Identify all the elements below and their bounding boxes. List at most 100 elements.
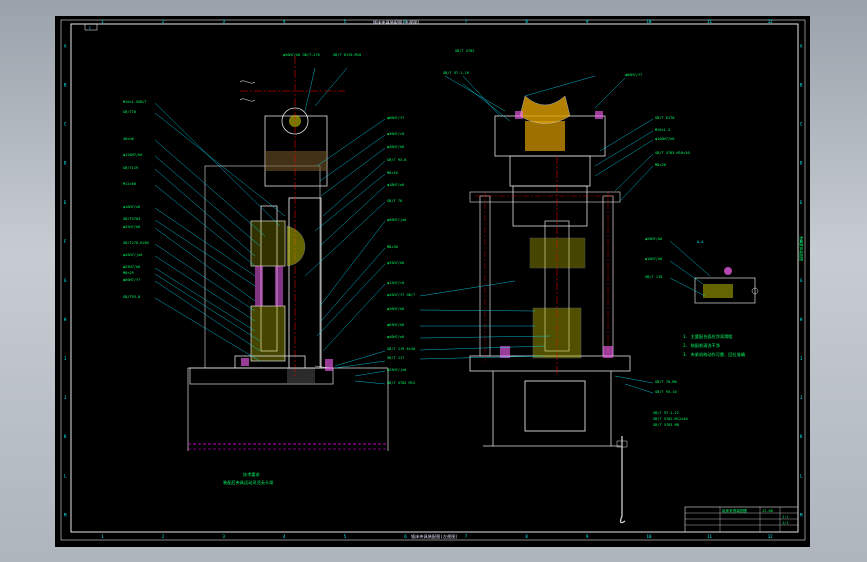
title-block: 钣床夹具装配图 JJ-00 1:1 1/1 xyxy=(684,506,799,533)
callout-label: φ50H7/k6 GB/T-276 xyxy=(283,53,320,57)
callout-label: φ32H7/k6 xyxy=(123,225,140,229)
grid-row-label-left: E xyxy=(64,200,67,205)
callout-label: GB/T 117 xyxy=(387,356,404,360)
callout-label: GB/T 97.1-16 xyxy=(443,71,469,75)
callout-label: φ50H7/js6 xyxy=(387,218,406,222)
callout-label: GB/T119 xyxy=(123,166,138,170)
note-2: 2. 装配前清洗干净 xyxy=(683,342,720,349)
title-block-name: 钣床夹具装配图 xyxy=(722,508,748,513)
section-label: A—A xyxy=(697,240,704,244)
grid-row-label-left: M xyxy=(64,512,67,517)
callout-label: φ35H7/k6 xyxy=(387,261,404,265)
callout-label: φ60H7/f7 xyxy=(123,278,140,282)
grid-col-label-bottom: 12 xyxy=(768,534,773,539)
grid-row-label-left: C xyxy=(64,122,67,127)
note-1: 1. 主要配合面应涂润滑脂 xyxy=(683,333,732,340)
callout-label: φ120H7/h6 xyxy=(123,153,142,157)
frame-marker: C xyxy=(89,26,91,30)
grid-col-label-top: 6 xyxy=(404,19,407,24)
inner-frame xyxy=(70,23,799,533)
callout-label: GB/T 6170 xyxy=(655,116,674,120)
grid-col-label-top: 9 xyxy=(586,19,589,24)
grid-col-label-bottom: 4 xyxy=(283,534,286,539)
grid-row-label-right: K xyxy=(800,434,803,439)
grid-col-label-bottom: 10 xyxy=(647,534,652,539)
grid-col-label-bottom: 5 xyxy=(344,534,347,539)
callout-label: φ20H7/k6 xyxy=(387,307,404,311)
callout-label: GB/T 5782 xyxy=(455,49,474,53)
callout-label: φ40H7/n6 xyxy=(387,335,404,339)
callout-label: GB/T 6170-M10 xyxy=(333,53,361,57)
grid-row-label-right: B xyxy=(800,83,803,88)
callout-label: φ80H7/f7 xyxy=(625,73,642,77)
callout-label: M10×1.5GB/T xyxy=(123,100,148,104)
callout-label: GB/T 5783 M8 xyxy=(653,423,679,427)
callout-label: φ20H7/k6 xyxy=(645,237,662,241)
left-note-2: 装配后夹具运动灵活无卡滞 xyxy=(223,479,273,486)
callout-label: GB/T 5783-M10×30 xyxy=(655,151,690,155)
grid-row-label-left: I xyxy=(64,356,67,361)
callout-label: φ40H7/h6 xyxy=(387,145,404,149)
callout-label: GB/T 93-10 xyxy=(655,390,677,394)
callout-label: φ45H7/f7 GB/T xyxy=(387,293,416,297)
detail-aa: A—A xyxy=(669,240,759,304)
grid-row-label-right: M xyxy=(800,512,803,517)
grid-row-label-right: H xyxy=(800,317,803,322)
callout-label: φ18H7/n6 xyxy=(387,183,404,187)
grid-row-label-right: I xyxy=(800,356,803,361)
callout-label: φ25H7/js6 xyxy=(387,368,406,372)
side-text: 夹具整体装配图 xyxy=(799,236,804,262)
technical-notes: 1. 主要配合面应涂润滑脂 2. 装配前清洗干净 3. 夹紧机构动作可靠、回位准… xyxy=(683,333,745,358)
callout-label: M8×30 xyxy=(387,245,398,249)
grid-col-label-bottom: 6 xyxy=(404,534,407,539)
grid-row-label-right: E xyxy=(800,200,803,205)
grid-col-label-top: 10 xyxy=(647,19,652,24)
callout-label: φ10H7/n6 xyxy=(645,257,662,261)
grid-col-label-bottom: 7 xyxy=(465,534,468,539)
callout-label: φ60H7/f7 xyxy=(387,116,404,120)
grid-row-label-left: B xyxy=(64,83,67,88)
outer-frame xyxy=(60,19,806,541)
callout-label: 40×h6 xyxy=(123,137,134,141)
grid-row-label-left: D xyxy=(64,161,67,166)
grid-col-label-top: 2 xyxy=(162,19,165,24)
callout-label: φ100H7/h6 xyxy=(655,137,674,141)
grid-row-label-left: K xyxy=(64,434,67,439)
left-note-1: 技术要求 xyxy=(243,471,261,478)
callout-label: GB/T 119 xyxy=(645,275,662,279)
callout-label: φ30H7/r6 xyxy=(387,132,404,136)
grid-col-label-top: 8 xyxy=(525,19,528,24)
grid-col-label-top: 5 xyxy=(344,19,347,24)
callout-label: GB/T 93-8 xyxy=(387,158,406,162)
callout-label: GB/T 70 xyxy=(387,199,402,203)
callout-label: M12×60 xyxy=(123,182,136,186)
top-title: 钣床夹具装配图(主视图) xyxy=(373,19,420,26)
grid-row-label-right: J xyxy=(800,395,802,400)
left-callouts: M10×1.5GB/TGB/T7040×h6φ120H7/h6GB/T119M1… xyxy=(123,100,149,299)
grid-col-label-bottom: 9 xyxy=(586,534,589,539)
callout-label: M8×25 xyxy=(123,271,134,275)
grid-row-label-right: G xyxy=(800,278,803,283)
top-left-callouts: φ50H7/k6 GB/T-276 GB/T 6170-M10 xyxy=(283,53,361,57)
callout-label: φ45H7/js6 xyxy=(123,253,142,257)
grid-col-label-top: 1 xyxy=(101,19,104,24)
grid-row-label-left: F xyxy=(64,239,67,244)
grid-row-label-right: F xyxy=(800,239,803,244)
left-section-view xyxy=(154,56,389,451)
bottom-title: 钣床夹具装配图(左视图) xyxy=(411,533,458,540)
grid-col-label-bottom: 2 xyxy=(162,534,165,539)
callout-label: φ12H7/r6 xyxy=(387,281,404,285)
grid-col-label-top: 7 xyxy=(465,19,468,24)
front-view xyxy=(419,75,654,524)
callout-label: GB/T5783 xyxy=(123,217,140,221)
grid-row-label-right: C xyxy=(800,122,803,127)
grid-row-label-left: L xyxy=(64,473,67,478)
lower-mid-callouts: φ45H7/f7 GB/Tφ20H7/k6φ65H7/h6φ40H7/n6GB/… xyxy=(387,293,416,385)
callout-label: GB/T276-6205 xyxy=(123,241,149,245)
grid-col-label-top: 3 xyxy=(222,19,225,24)
